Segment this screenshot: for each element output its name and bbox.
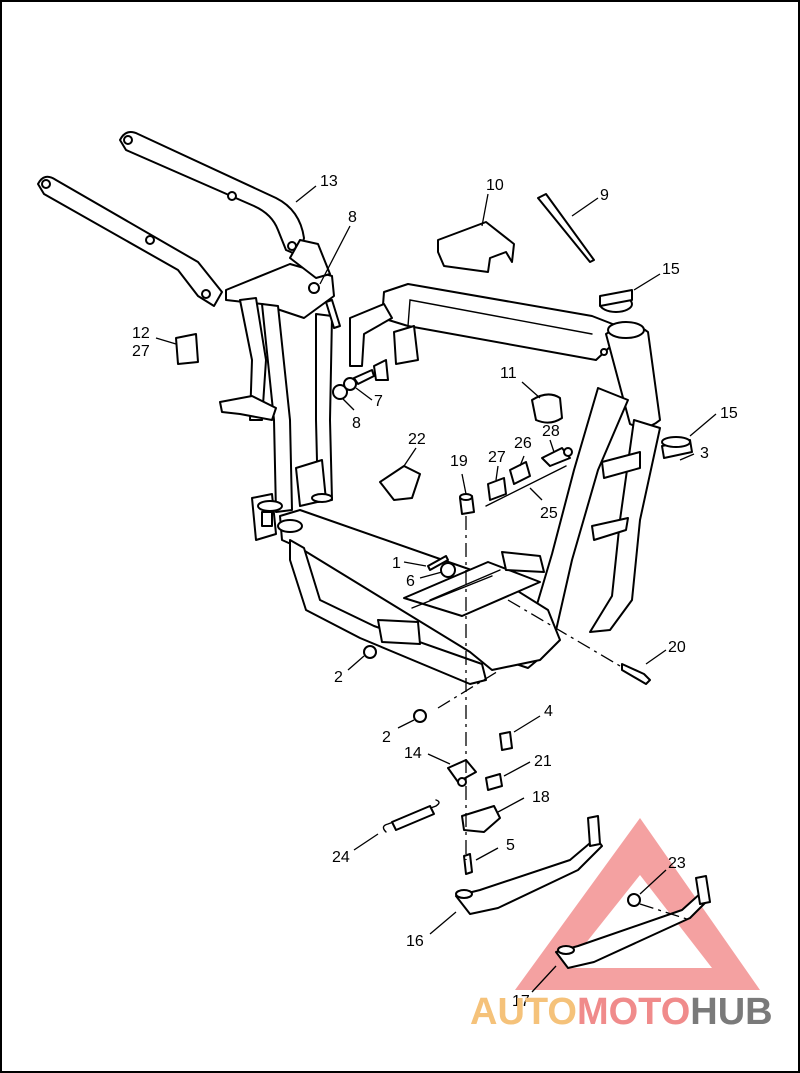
part-plug-lower [413, 709, 427, 723]
motorcycle-frame [219, 239, 661, 685]
watermark-auto: AUTO [470, 991, 577, 1033]
callout-1: 1 [392, 555, 401, 572]
leader-lines [155, 185, 717, 993]
callout-8-upper: 8 [348, 209, 357, 226]
callout-15-lower: 15 [720, 405, 738, 422]
part-clip [379, 465, 421, 501]
part-jiffy-stand-alt [555, 875, 711, 969]
callout-11: 11 [500, 365, 517, 382]
part-switch-bracket [485, 447, 573, 507]
callout-17: 17 [512, 993, 530, 1010]
callout-7: 7 [374, 393, 383, 410]
part-jiffy-stand [455, 815, 603, 915]
part-cable-strap [537, 193, 595, 263]
callout-6: 6 [406, 573, 415, 590]
part-vin-label [175, 333, 199, 365]
part-cover [437, 221, 515, 273]
callout-26: 26 [514, 435, 532, 452]
watermark-text: AUTOMOTOHUB [470, 991, 773, 1033]
alignment-lines [437, 516, 691, 921]
callout-2-upper: 2 [334, 669, 343, 686]
callout-14: 14 [404, 745, 422, 762]
part-stop-block [485, 773, 503, 791]
watermark-moto: MOTO [577, 991, 690, 1033]
callout-labels: 13 10 9 8 15 12 27 11 7 8 15 3 22 28 26 … [132, 173, 738, 1010]
part-pin [621, 663, 651, 685]
callout-5: 5 [506, 837, 515, 854]
callout-4: 4 [544, 703, 553, 720]
callout-21: 21 [534, 753, 552, 770]
callout-3: 3 [700, 445, 709, 462]
callout-8-lower: 8 [352, 415, 361, 432]
callout-25: 25 [540, 505, 558, 522]
callout-19: 19 [450, 453, 468, 470]
callout-12: 12 [132, 325, 150, 342]
part-washer [440, 562, 456, 578]
part-bearing-cup-lower [661, 436, 693, 459]
part-bearing-cup-upper [599, 289, 633, 313]
part-grommet [531, 393, 563, 424]
callout-10: 10 [486, 177, 504, 194]
rear-fender-strut [37, 131, 305, 307]
callout-16: 16 [406, 933, 424, 950]
part-screw [499, 731, 513, 751]
part-stand-screw [627, 893, 641, 907]
part-screw-small [463, 853, 473, 875]
callout-28: 28 [542, 423, 560, 440]
callout-18: 18 [532, 789, 550, 806]
callout-9: 9 [600, 187, 609, 204]
part-plug-upper [363, 645, 377, 659]
callout-2-lower: 2 [382, 729, 391, 746]
callout-23: 23 [668, 855, 686, 872]
watermark-hub: HUB [690, 991, 772, 1033]
callout-24: 24 [332, 849, 350, 866]
callout-27-left: 27 [132, 343, 150, 360]
callout-22: 22 [408, 431, 426, 448]
part-nut-washer [308, 282, 389, 400]
callout-20: 20 [668, 639, 686, 656]
callout-15-upper: 15 [662, 261, 680, 278]
part-spring [382, 799, 440, 833]
part-mount-bracket [461, 805, 501, 833]
watermark-logo: AUTOMOTOHUB [470, 991, 773, 1033]
callout-13: 13 [320, 173, 338, 190]
part-bolt [427, 555, 449, 571]
part-pivot-bracket [447, 759, 477, 783]
callout-27-right: 27 [488, 449, 506, 466]
